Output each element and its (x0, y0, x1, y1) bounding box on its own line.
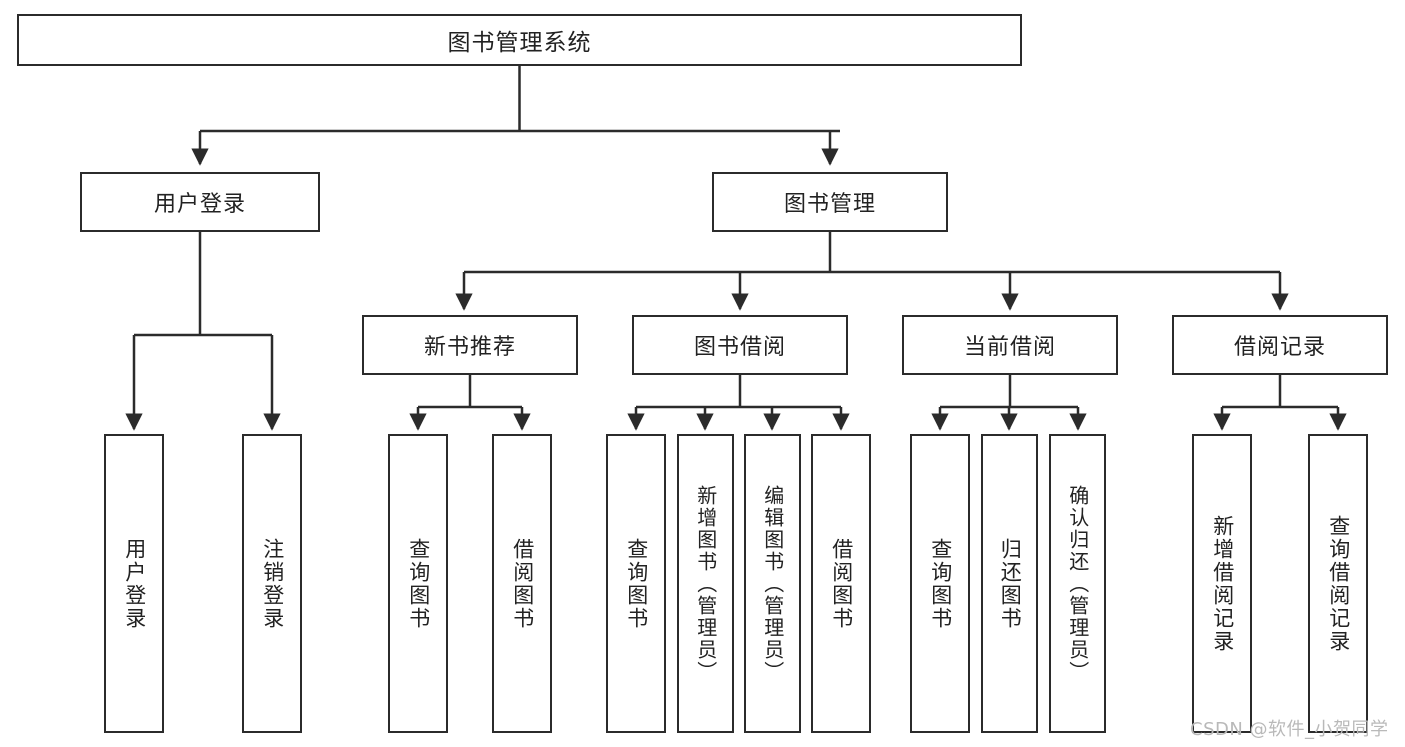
node-label: 归还图书 (998, 537, 1023, 630)
leaf-add-book-admin[interactable]: 新增图书（管理员） (677, 434, 734, 733)
node-label: 用户登录 (153, 192, 246, 217)
node-book-management[interactable]: 图书管理 (712, 172, 948, 232)
node-label: 查询图书 (624, 537, 649, 630)
node-current-borrow[interactable]: 当前借阅 (902, 315, 1118, 375)
node-label: 用户登录 (122, 537, 147, 630)
node-label: 借阅记录 (1233, 335, 1326, 360)
node-borrow-record[interactable]: 借阅记录 (1172, 315, 1388, 375)
leaf-query-book-current[interactable]: 查询图书 (910, 434, 970, 733)
node-label: 注销登录 (260, 537, 285, 630)
node-new-book-recommend[interactable]: 新书推荐 (362, 315, 578, 375)
node-label: 查询图书 (928, 537, 953, 630)
leaf-borrow-book-recommend[interactable]: 借阅图书 (492, 434, 552, 733)
node-label: 编辑图书（管理员） (760, 484, 785, 683)
node-book-borrow[interactable]: 图书借阅 (632, 315, 848, 375)
node-label: 借阅图书 (510, 537, 535, 630)
node-label: 图书管理系统 (447, 30, 592, 56)
node-label: 图书管理 (783, 192, 876, 217)
node-label: 新增图书（管理员） (693, 484, 718, 683)
leaf-query-book-borrow[interactable]: 查询图书 (606, 434, 666, 733)
leaf-borrow-book[interactable]: 借阅图书 (811, 434, 871, 733)
node-label: 查询图书 (406, 537, 431, 630)
leaf-user-login[interactable]: 用户登录 (104, 434, 164, 733)
leaf-edit-book-admin[interactable]: 编辑图书（管理员） (744, 434, 801, 733)
node-label: 新书推荐 (423, 335, 516, 360)
leaf-confirm-return-admin[interactable]: 确认归还（管理员） (1049, 434, 1106, 733)
leaf-query-book-recommend[interactable]: 查询图书 (388, 434, 448, 733)
node-label: 当前借阅 (963, 335, 1056, 360)
node-label: 借阅图书 (829, 537, 854, 630)
leaf-query-borrow-record[interactable]: 查询借阅记录 (1308, 434, 1368, 733)
node-user-login[interactable]: 用户登录 (80, 172, 320, 232)
node-label: 查询借阅记录 (1326, 514, 1351, 653)
csdn-watermark: CSDN @软件_小贺同学 (1190, 719, 1389, 740)
leaf-add-borrow-record[interactable]: 新增借阅记录 (1192, 434, 1252, 733)
node-root-book-management-system[interactable]: 图书管理系统 (17, 14, 1022, 66)
node-label: 确认归还（管理员） (1065, 484, 1090, 683)
leaf-logout-login[interactable]: 注销登录 (242, 434, 302, 733)
leaf-return-book[interactable]: 归还图书 (981, 434, 1038, 733)
node-label: 新增借阅记录 (1210, 514, 1235, 653)
node-label: 图书借阅 (693, 335, 786, 360)
